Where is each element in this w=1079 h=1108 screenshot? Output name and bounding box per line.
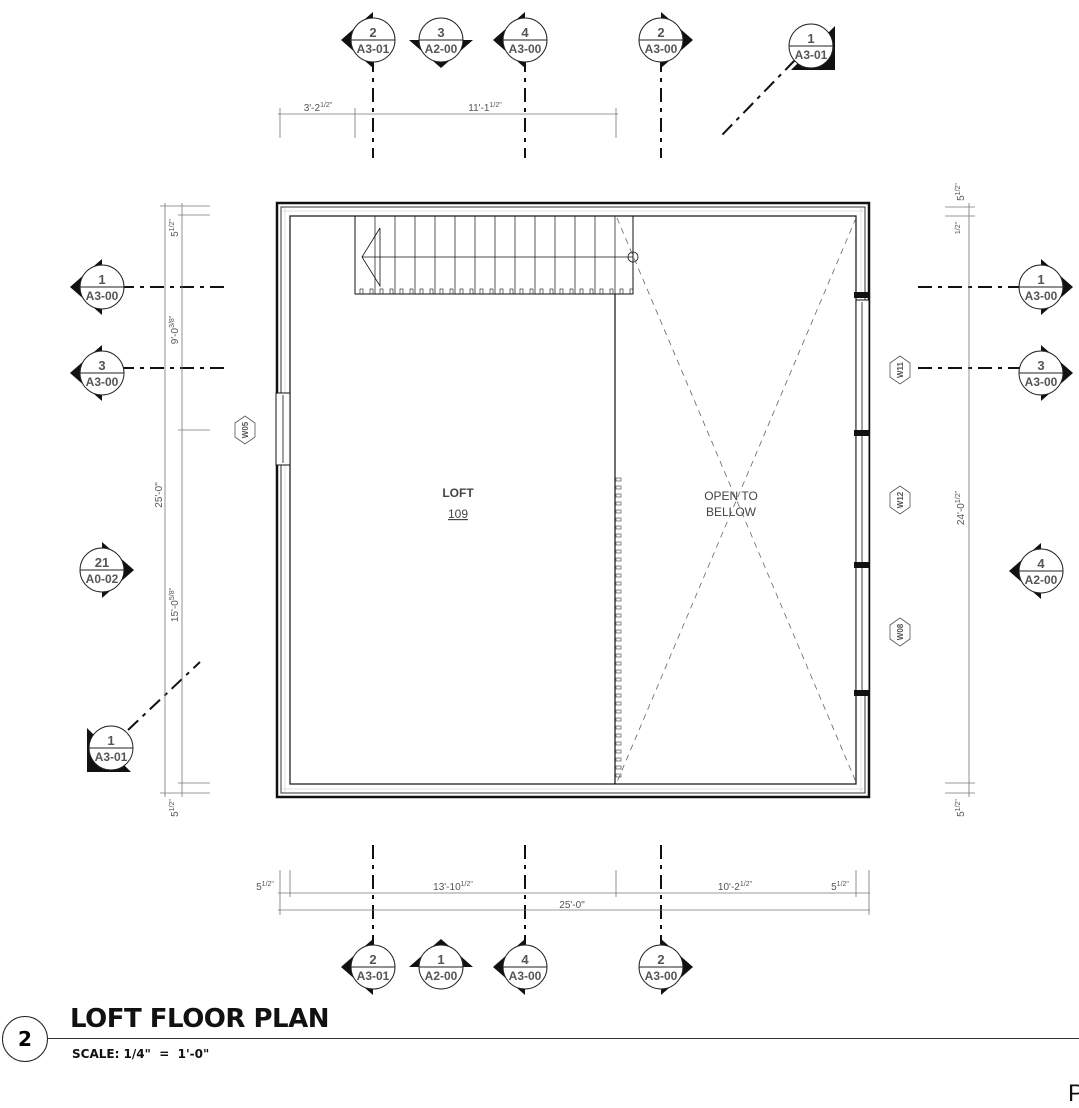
section-marker-right-2[interactable]: 3A3-00 xyxy=(1018,345,1073,401)
section-sheet: A3-00 xyxy=(645,42,678,56)
dimension-lines xyxy=(160,108,975,915)
section-marker-top-1[interactable]: 2A3-01 xyxy=(341,12,396,68)
section-sheet: A2-00 xyxy=(425,969,458,983)
section-sheet: A3-00 xyxy=(1025,289,1058,303)
section-number: 3 xyxy=(437,25,444,40)
room-name-loft: LOFT xyxy=(442,486,474,500)
window-tag-w05[interactable]: W05 xyxy=(234,415,256,445)
section-marker-bottom-2[interactable]: 1A2-00 xyxy=(409,939,473,990)
section-sheet: A3-00 xyxy=(509,42,542,56)
section-number: 1 xyxy=(807,31,814,46)
section-marker-bottom-4[interactable]: 2A3-00 xyxy=(638,939,693,995)
section-marker-top-5[interactable]: 1A3-01 xyxy=(788,23,835,70)
section-marker-top-4[interactable]: 2A3-00 xyxy=(638,12,693,68)
section-sheet: A3-00 xyxy=(509,969,542,983)
open-to-below-x xyxy=(616,217,857,783)
section-marker-left-1[interactable]: 1A3-00 xyxy=(70,259,125,315)
building-walls xyxy=(275,201,871,799)
room-name-open-2: BELLOW xyxy=(706,505,757,519)
section-sheet: A3-01 xyxy=(795,48,828,62)
window-tag-label: W11 xyxy=(896,361,905,378)
room-number-loft: 109 xyxy=(448,507,468,521)
title-underline xyxy=(48,1038,1079,1039)
section-number: 1 xyxy=(1037,272,1044,287)
section-number: 4 xyxy=(1037,556,1045,571)
section-sheet: A2-00 xyxy=(425,42,458,56)
room-name-open: OPEN TO xyxy=(704,489,758,503)
dimension-top-0: 3'-21/2" xyxy=(304,102,333,114)
dimension-bottom-0: 51/2" xyxy=(256,881,274,893)
section-marker-top-2[interactable]: 3A2-00 xyxy=(409,17,473,68)
dimension-right-2: 24'-01/2" xyxy=(955,490,967,525)
dimension-bottom-1: 13'-101/2" xyxy=(433,881,473,893)
section-sheet: A3-01 xyxy=(95,750,128,764)
section-marker-bottom-1[interactable]: 2A3-01 xyxy=(341,939,396,995)
section-number: 1 xyxy=(98,272,105,287)
section-sheet: A2-00 xyxy=(1025,573,1058,587)
dimension-right-3: 51/2" xyxy=(955,799,967,817)
section-number: 4 xyxy=(521,25,529,40)
section-sheet: A3-00 xyxy=(1025,375,1058,389)
section-marker-bottom-3[interactable]: 4A3-00 xyxy=(493,939,548,995)
window-tag-w08[interactable]: W08 xyxy=(889,617,911,647)
section-sheet: A3-00 xyxy=(86,375,119,389)
drawing-number-badge: 2 xyxy=(2,1016,48,1062)
window-tag-w11[interactable]: W11 xyxy=(889,355,911,385)
section-number: 1 xyxy=(437,952,444,967)
section-sheet: A3-01 xyxy=(357,42,390,56)
drawing-title: LOFT FLOOR PLAN xyxy=(70,1004,329,1034)
window-tag-label: W05 xyxy=(241,421,250,438)
section-marker-right-1[interactable]: 1A3-00 xyxy=(1018,259,1073,315)
section-number: 21 xyxy=(95,555,109,570)
section-number: 1 xyxy=(107,733,114,748)
window-tag-label: W08 xyxy=(896,623,905,640)
section-number: 4 xyxy=(521,952,529,967)
dimension-right-1: 1/2" xyxy=(955,221,962,234)
section-sheet: A0-02 xyxy=(86,572,119,586)
section-number: 2 xyxy=(657,25,664,40)
section-sheet: A3-00 xyxy=(86,289,119,303)
section-number: 2 xyxy=(657,952,664,967)
dimension-bottom-4: 25'-0" xyxy=(559,900,585,911)
stair xyxy=(354,215,639,295)
section-marker-left-2[interactable]: 3A3-00 xyxy=(70,345,125,401)
dimension-right-0: 51/2" xyxy=(955,183,967,201)
section-marker-left-4[interactable]: 1A3-01 xyxy=(87,725,134,772)
loft-railing xyxy=(614,294,622,784)
dimension-left-2: 25'-0" xyxy=(154,482,165,508)
dimension-left-3: 15'-05/8" xyxy=(169,587,181,622)
window-tag-w12[interactable]: W12 xyxy=(889,485,911,515)
section-sheet: A3-00 xyxy=(645,969,678,983)
dimension-left-4: 51/2" xyxy=(169,799,181,817)
window-tag-label: W12 xyxy=(896,491,905,508)
section-number: 3 xyxy=(98,358,105,373)
drawing-scale: SCALE: 1/4" = 1'-0" xyxy=(72,1047,210,1061)
dimension-top-1: 11'-11/2" xyxy=(468,102,502,114)
dimension-left-0: 51/2" xyxy=(169,219,181,237)
section-number: 3 xyxy=(1037,358,1044,373)
section-sheet: A3-01 xyxy=(357,969,390,983)
dimension-bottom-2: 10'-21/2" xyxy=(718,881,753,893)
sheet-corner-text: P xyxy=(1068,1080,1079,1107)
section-marker-top-3[interactable]: 4A3-00 xyxy=(493,12,548,68)
section-lines xyxy=(120,58,1023,948)
section-number: 2 xyxy=(369,25,376,40)
dimension-bottom-3: 51/2" xyxy=(831,881,849,893)
section-marker-right-3[interactable]: 4A2-00 xyxy=(1009,543,1064,599)
dimension-left-1: 9'-03/8" xyxy=(169,315,181,344)
section-number: 2 xyxy=(369,952,376,967)
